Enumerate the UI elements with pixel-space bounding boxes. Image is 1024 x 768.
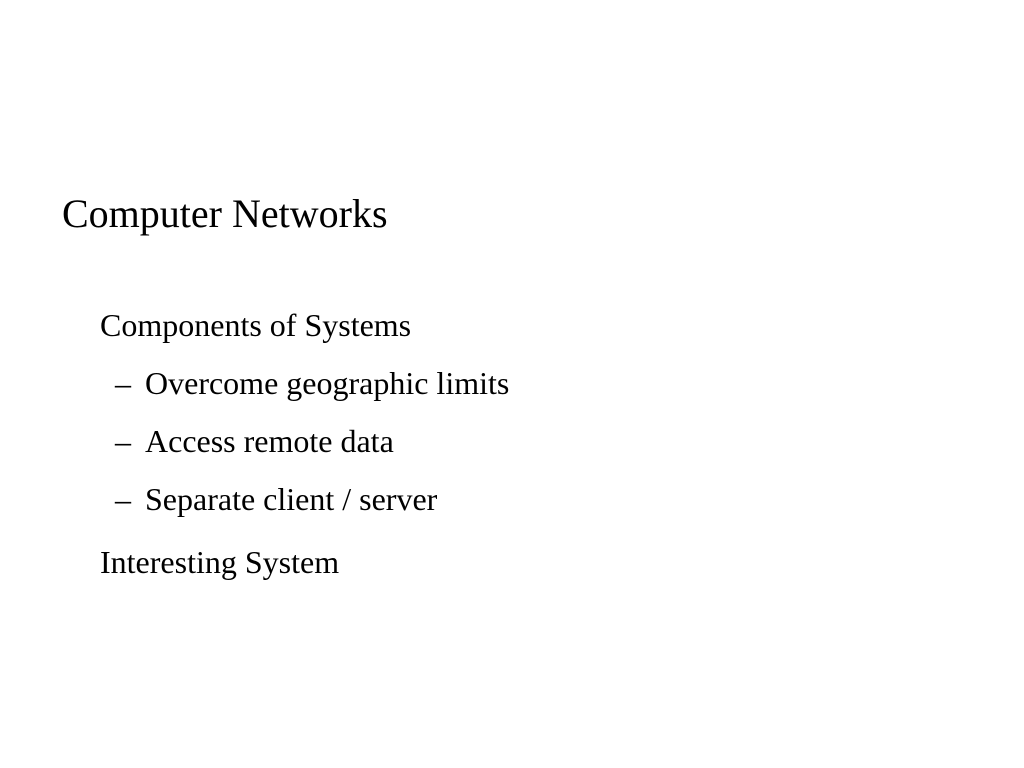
sub-bullet-separate-client-server: –Separate client / server: [115, 479, 437, 519]
bullet-text: Components of Systems: [100, 307, 412, 343]
sub-bullet-access-remote-data: –Access remote data: [115, 421, 394, 461]
bullet-components-of-systems: Components of Systems: [100, 305, 411, 345]
bullet-interesting-system: Interesting System: [100, 542, 339, 582]
bullet-text: Interesting System: [100, 544, 340, 580]
slide-title: Computer Networks: [62, 191, 388, 236]
dash-marker: –: [115, 481, 131, 517]
sub-bullet-overcome-geographic-limits: –Overcome geographic limits: [115, 363, 509, 403]
dash-marker: –: [115, 365, 131, 401]
sub-bullet-text: Separate client / server: [145, 481, 438, 517]
sub-bullet-text: Overcome geographic limits: [145, 365, 510, 401]
dash-marker: –: [115, 423, 131, 459]
sub-bullet-text: Access remote data: [145, 423, 394, 459]
